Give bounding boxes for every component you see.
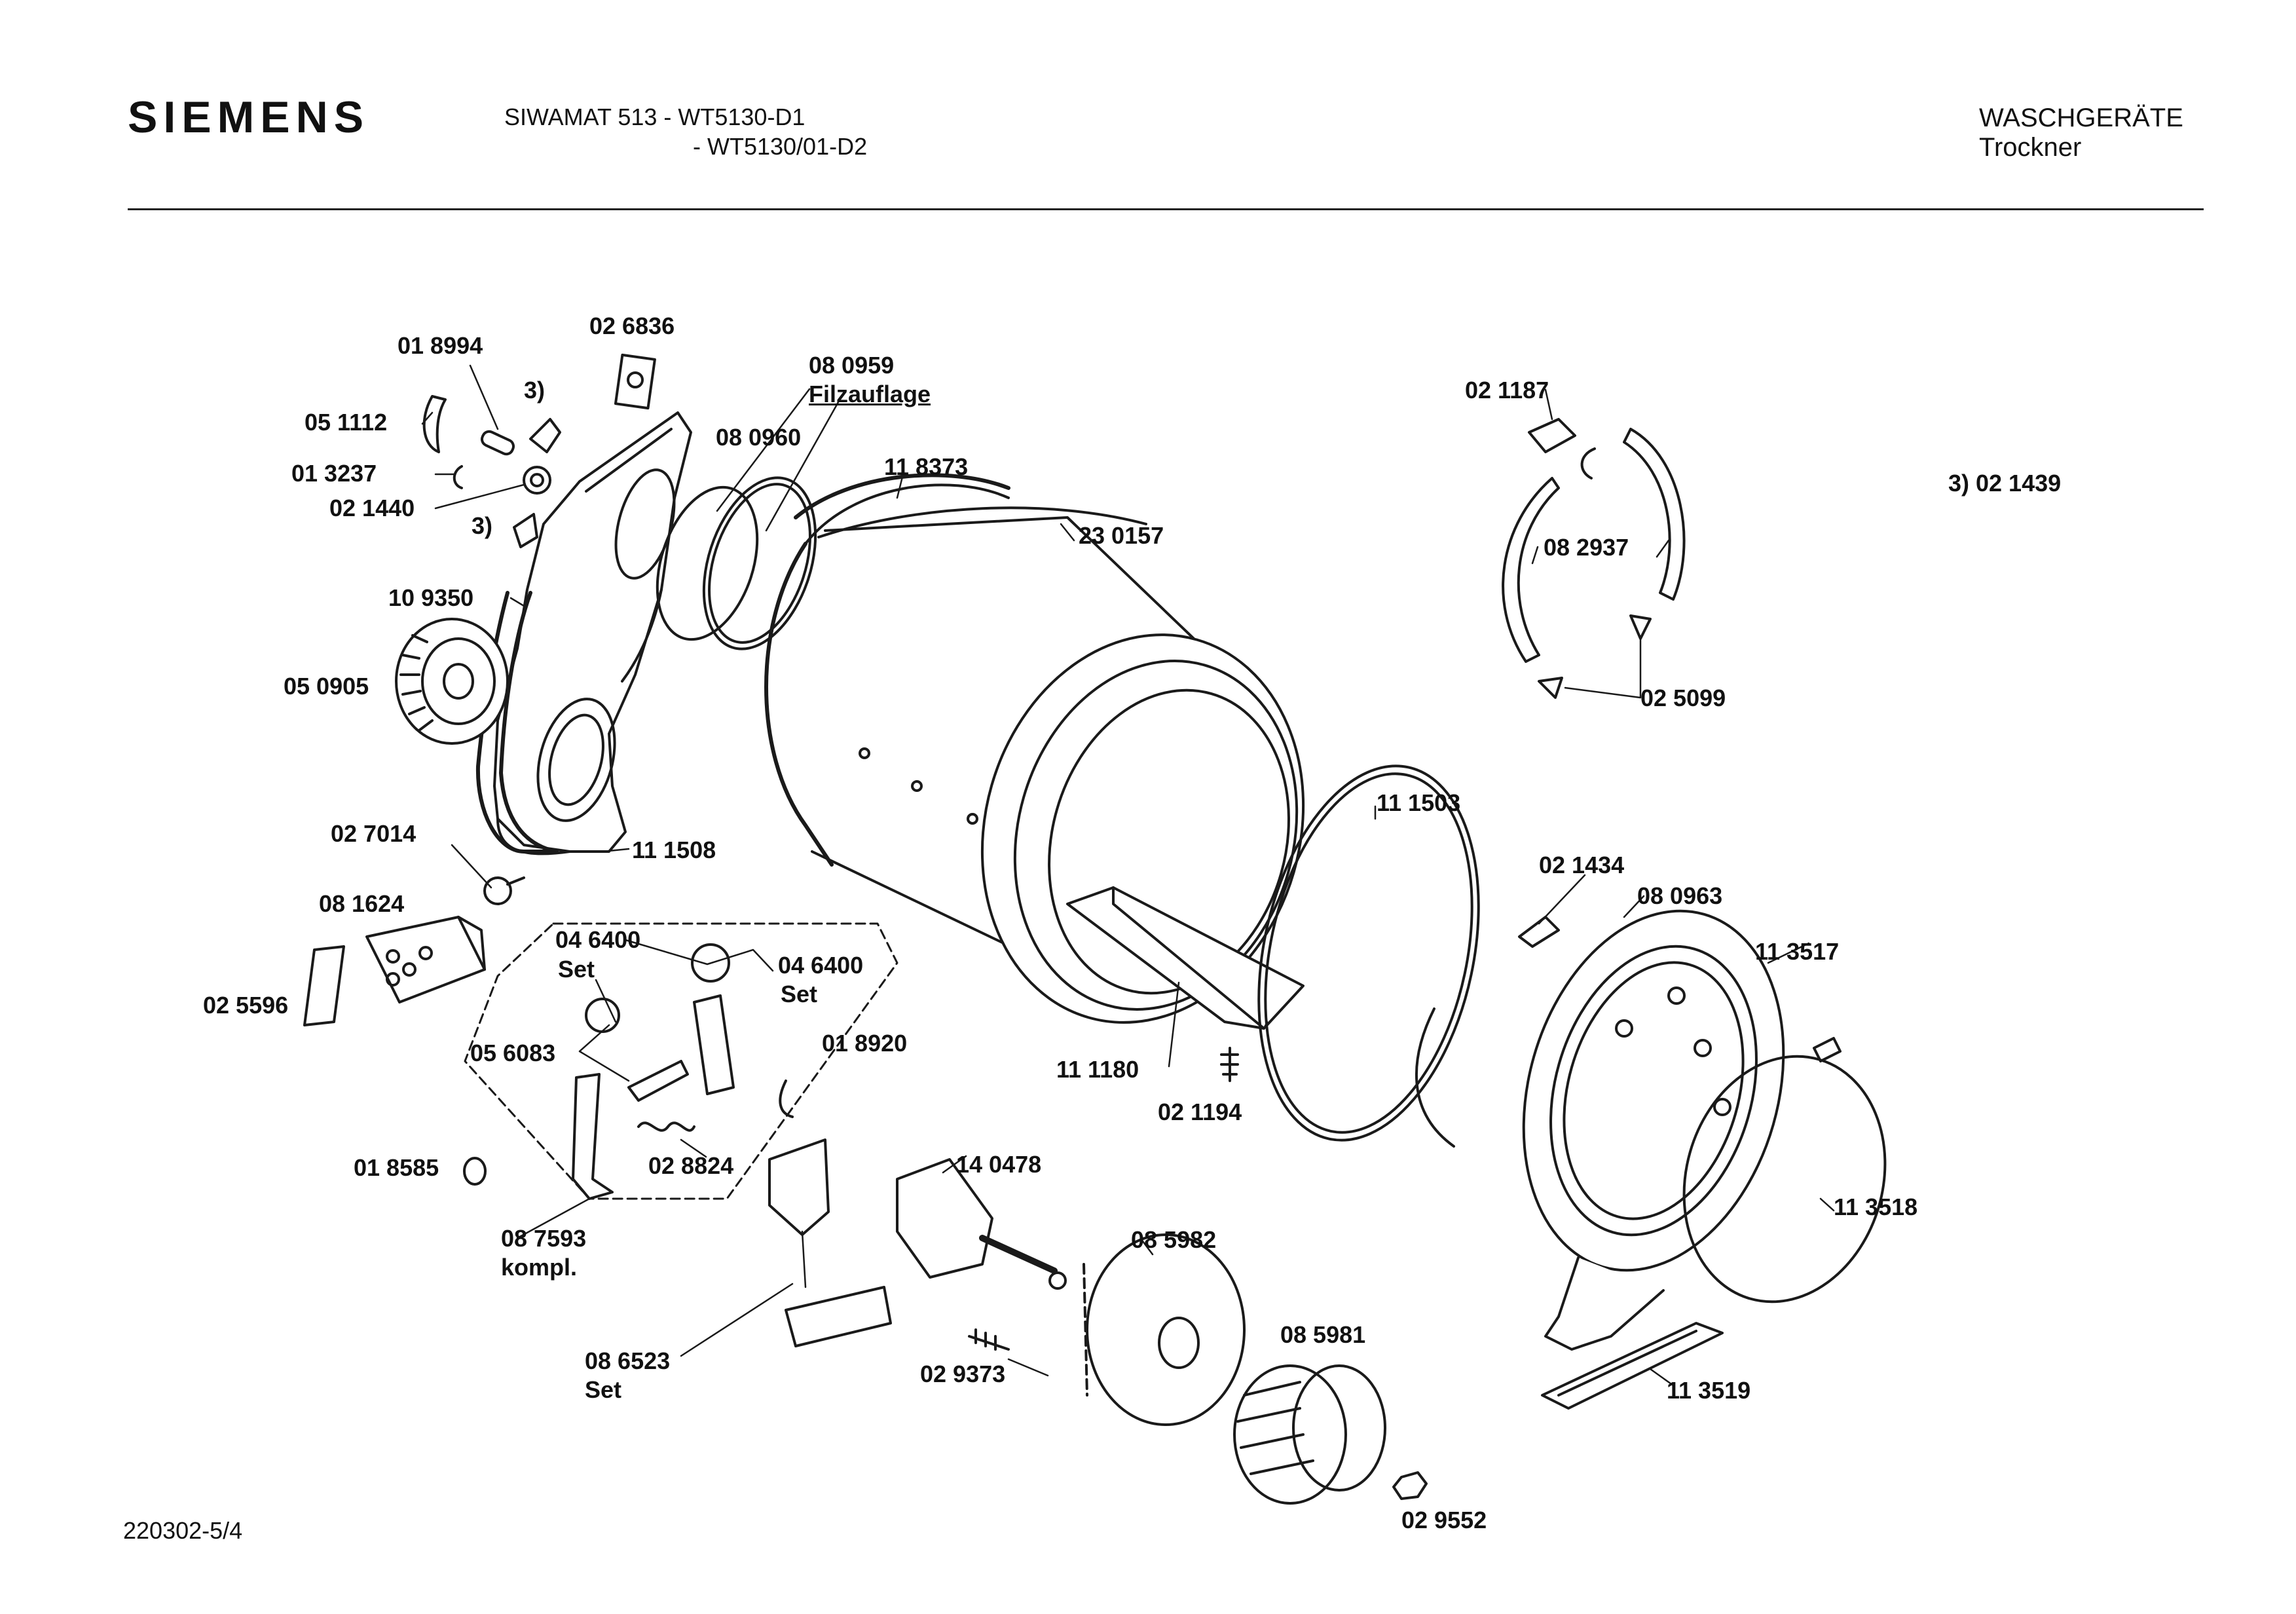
model-title-line-2: - WT5130/01-D2 [693,133,868,160]
front-shield-113517 [1522,909,1785,1351]
part-label: 08 0960 [716,424,802,451]
fan-wheel-085981 [1233,1364,1386,1505]
sensor-027014 [483,876,525,905]
part-label: 08 6523 [585,1347,671,1374]
screw-029373 [968,1328,1010,1351]
clip-021434 [1518,916,1560,948]
part-label: 3) [472,512,493,539]
part-label: 02 1434 [1539,852,1625,878]
part-label: 14 0478 [956,1151,1042,1178]
part-label: Set [585,1376,622,1403]
lever-056083 [627,1060,689,1102]
part-label: 10 9350 [388,584,474,611]
part-label: 08 0963 [1637,882,1723,909]
header-divider [128,208,2204,210]
part-label: 11 8373 [884,453,969,480]
part-label: 05 0905 [284,673,369,700]
part-label: 3) [524,377,546,404]
part-label: Set [558,956,595,983]
part-label: 02 9552 [1401,1507,1487,1533]
part-label: 11 1180 [1056,1056,1139,1083]
motor-mount-086523 [768,1138,892,1347]
part-label: 02 1194 [1158,1098,1242,1125]
bushing-021440 [523,466,551,495]
pin-018994 [480,430,515,456]
blower-wheel-050905 [395,618,509,745]
heater-081624 [365,916,486,1004]
part-label: 02 1187 [1465,377,1549,404]
part-label: Set [781,981,818,1007]
base-plate-113519 [1541,1322,1724,1410]
clip-113517b [1813,1037,1842,1062]
part-label: Filzauflage [809,381,931,407]
screw-021194 [1220,1047,1239,1082]
part-label: 11 3519 [1667,1377,1751,1404]
part-label: 08 7593 [501,1225,587,1252]
part-label: 04 6400 [555,926,641,953]
part-label: 08 5981 [1280,1321,1366,1348]
pad-025099-a [1538,677,1563,699]
kit-outline [464,922,898,1200]
ring-013237 [453,465,463,489]
seal-ring-080960 [656,476,817,650]
part-label: 11 3518 [1834,1193,1918,1220]
seal-080963 [1415,1007,1455,1148]
part-label: 01 3237 [291,460,377,487]
part-label: 02 5596 [203,992,289,1019]
bracket-3b [513,513,538,548]
gasket-025596 [303,945,345,1026]
spring-028824 [637,1121,695,1132]
clip-051112 [422,395,447,453]
cap-018585 [463,1157,487,1186]
bracket-087593 [572,1073,614,1200]
part-label: 01 8585 [354,1154,439,1181]
part-label: 02 8824 [648,1152,734,1179]
part-label: 02 1440 [329,495,415,521]
footnote-3: 3) 02 1439 [1948,470,2062,497]
fan-housing-085982 [1083,1233,1246,1426]
part-label: 02 6836 [589,312,675,339]
nut-029552 [1392,1471,1428,1500]
part-label: 01 8994 [398,332,483,359]
plate-026836 [614,353,656,410]
seal-118373 [794,473,1010,519]
slide-021187 [1528,418,1596,479]
slide-segment-082937 [1502,428,1686,663]
pad-025099-b [1629,614,1652,640]
category-title: WASCHGERÄTE [1979,103,2183,132]
seal-ring-111503 [1257,764,1480,1142]
part-label: 02 9373 [920,1361,1006,1387]
category-subtitle: Trockner [1979,133,2082,162]
part-label: 11 1503 [1377,789,1461,816]
part-label: 05 1112 [305,409,388,436]
brand-logo: SIEMENS [128,92,370,142]
drum-230157 [764,483,1305,1024]
clip-018920 [779,1079,794,1118]
roller-046400 [691,943,730,983]
part-label: 02 7014 [331,820,417,847]
part-label: kompl. [501,1254,578,1281]
motor-140478 [896,1158,1067,1290]
part-label: 08 2937 [1544,534,1629,561]
part-label: 23 0157 [1079,522,1164,549]
part-label: 05 6083 [470,1040,556,1066]
drum-baffle-111180 [1066,886,1305,1030]
bracket-3a [529,418,561,453]
part-label: 02 5099 [1640,685,1726,711]
model-title-line-1: SIWAMAT 513 - WT5130-D1 [504,103,805,130]
part-label: 01 8920 [822,1030,908,1057]
part-label: 08 1624 [319,890,405,917]
bracket-kit [693,994,735,1095]
document-number: 220302-5/4 [123,1517,243,1544]
part-label: 08 5982 [1131,1226,1217,1253]
part-label: 11 3517 [1755,938,1840,965]
part-label: 04 6400 [778,952,864,979]
part-label: 08 0959 [809,352,895,379]
roller-056083 [585,998,620,1033]
leader-lines [421,364,1835,1387]
part-label: 11 1508 [632,836,716,863]
